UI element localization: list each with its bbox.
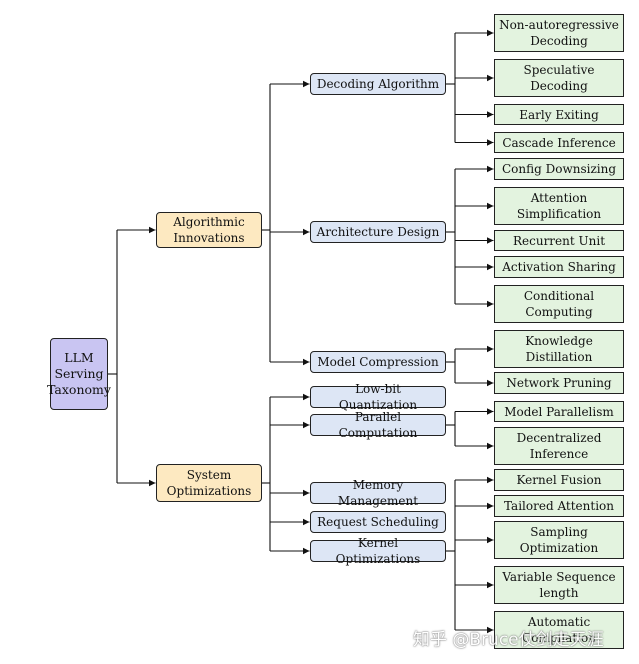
leaf-conditional-computing: Conditional Computing [494, 285, 624, 323]
leaf-model-parallelism: Model Parallelism [494, 401, 624, 422]
edge-group-model-compression-node [446, 345, 494, 387]
leaf-variable-sequence-length: Variable Sequence length [494, 566, 624, 604]
leaf-network-pruning: Network Pruning [494, 372, 624, 394]
edge-group-system-optimizations-node [262, 393, 310, 555]
edge-group-parallel-computation-node [446, 408, 494, 450]
leaf-decentralized-inference: Decentralized Inference [494, 427, 624, 465]
leaf-cascade-inference: Cascade Inference [494, 132, 624, 153]
parallel-computation-node: Parallel Computation [310, 410, 446, 440]
architecture-design-node: Architecture Design [310, 221, 446, 243]
edge-group-kernel-optimizations-node [446, 476, 494, 634]
request-scheduling-node: Request Scheduling [310, 511, 446, 533]
leaf-tailored-attention: Tailored Attention [494, 495, 624, 517]
root-node: LLM Serving Taxonomy [47, 338, 111, 410]
watermark: 知乎 @Bruce仗剑走天涯 [413, 630, 604, 650]
low-bit-quantization-node: Low-bit Quantization [310, 382, 446, 412]
system-optimizations-node: System Optimizations [156, 464, 262, 502]
edge-group-decoding-algorithm-node [446, 29, 494, 146]
leaf-speculative-decoding: Speculative Decoding [494, 59, 624, 97]
leaf-kernel-fusion: Kernel Fusion [494, 469, 624, 491]
leaf-attention-simplification: Attention Simplification [494, 187, 624, 225]
edge-group-root-node [108, 226, 156, 487]
edge-group-algorithmic-innovations-node [262, 80, 310, 366]
edge-group-architecture-design-node [446, 165, 494, 308]
decoding-algorithm-node: Decoding Algorithm [310, 73, 446, 95]
memory-management-node: Memory Management [310, 478, 446, 508]
algorithmic-innovations-node: Algorithmic Innovations [156, 212, 262, 248]
leaf-early-exiting: Early Exiting [494, 104, 624, 125]
leaf-sampling-optimization: Sampling Optimization [494, 521, 624, 559]
leaf-activation-sharing: Activation Sharing [494, 256, 624, 278]
model-compression-node: Model Compression [310, 351, 446, 373]
leaf-non-autoregressive-decoding: Non-autoregressive Decoding [494, 14, 624, 52]
leaf-config-downsizing: Config Downsizing [494, 158, 624, 180]
leaf-knowledge-distillation: Knowledge Distillation [494, 330, 624, 368]
leaf-automatic-compilation: Automatic Compilation [494, 611, 624, 649]
kernel-optimizations-node: Kernel Optimizations [310, 536, 446, 566]
leaf-recurrent-unit: Recurrent Unit [494, 230, 624, 251]
